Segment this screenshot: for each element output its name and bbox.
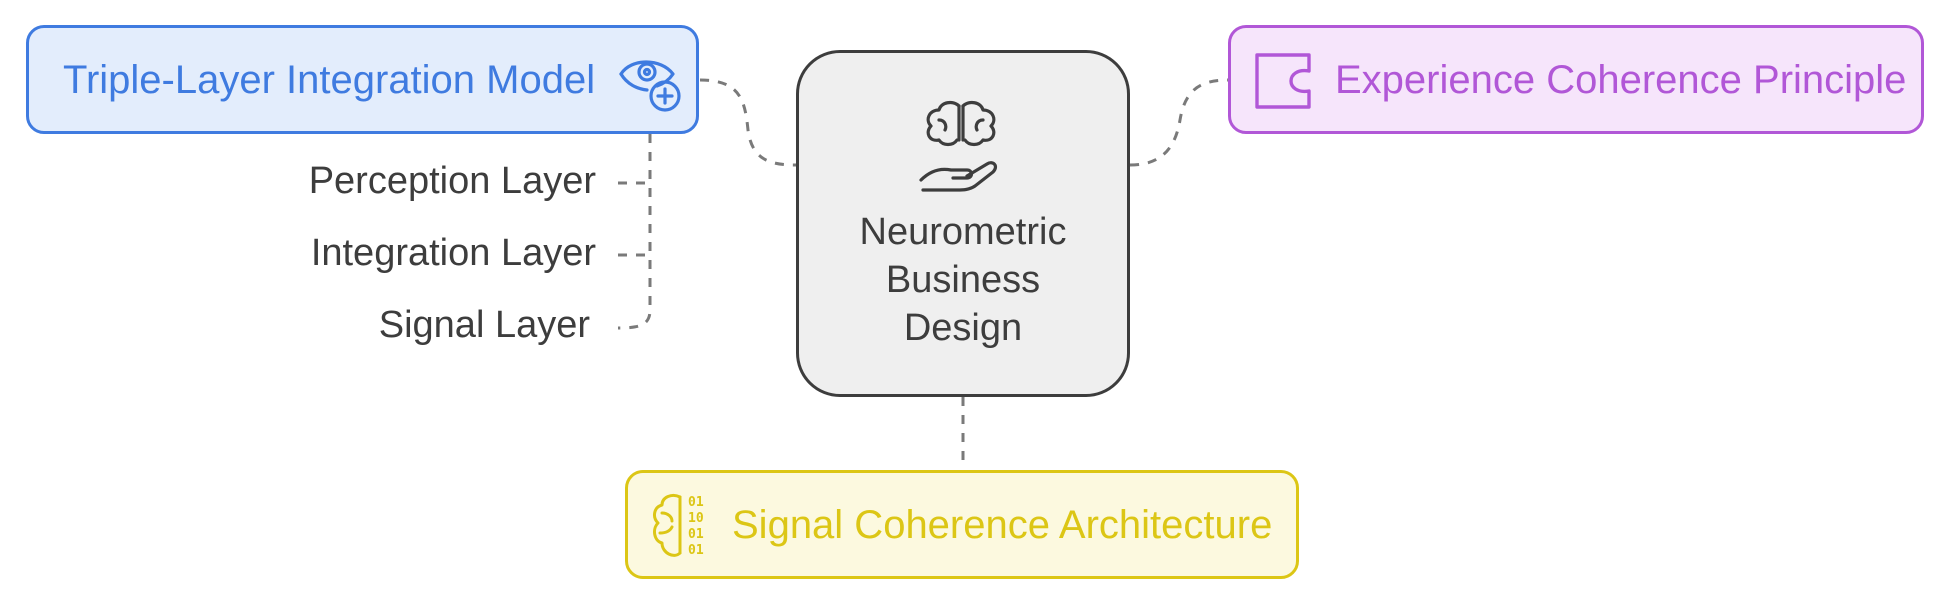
- triple-layer-label: Triple-Layer Integration Model: [63, 58, 596, 102]
- center-title-line-1: Neurometric: [859, 211, 1067, 253]
- svg-text:01: 01: [688, 543, 704, 558]
- center-node[interactable]: Neurometric Business Design: [796, 50, 1130, 397]
- svg-text:01: 01: [688, 527, 704, 542]
- puzzle-piece-icon: [1255, 53, 1311, 109]
- signal-arch-label: Signal Coherence Architecture: [732, 503, 1273, 547]
- connector-center-experience: [1129, 78, 1229, 167]
- triple-layer-node[interactable]: Triple-Layer Integration Model: [26, 25, 699, 134]
- center-title: Neurometric Business Design: [799, 208, 1127, 352]
- layer-perception[interactable]: Perception Layer: [308, 160, 596, 202]
- layer-signal[interactable]: Signal Layer: [378, 304, 590, 346]
- svg-text:01: 01: [688, 495, 704, 510]
- center-title-line-2: Business: [885, 259, 1041, 301]
- center-title-line-3: Design: [903, 307, 1023, 349]
- experience-node[interactable]: Experience Coherence Principle: [1228, 25, 1924, 134]
- connector-layer-spine: [617, 134, 652, 330]
- svg-text:10: 10: [688, 511, 704, 526]
- eye-plus-icon: [619, 60, 681, 112]
- layer-integration[interactable]: Integration Layer: [310, 232, 596, 274]
- experience-label: Experience Coherence Principle: [1335, 58, 1907, 102]
- brain-hand-icon: [919, 100, 998, 192]
- binary-brain-icon: 01 10 01 01: [653, 493, 704, 558]
- connector-center-triple-layer: [699, 78, 797, 167]
- signal-arch-node[interactable]: 01 10 01 01 Signal Coherence Architectur…: [625, 470, 1299, 579]
